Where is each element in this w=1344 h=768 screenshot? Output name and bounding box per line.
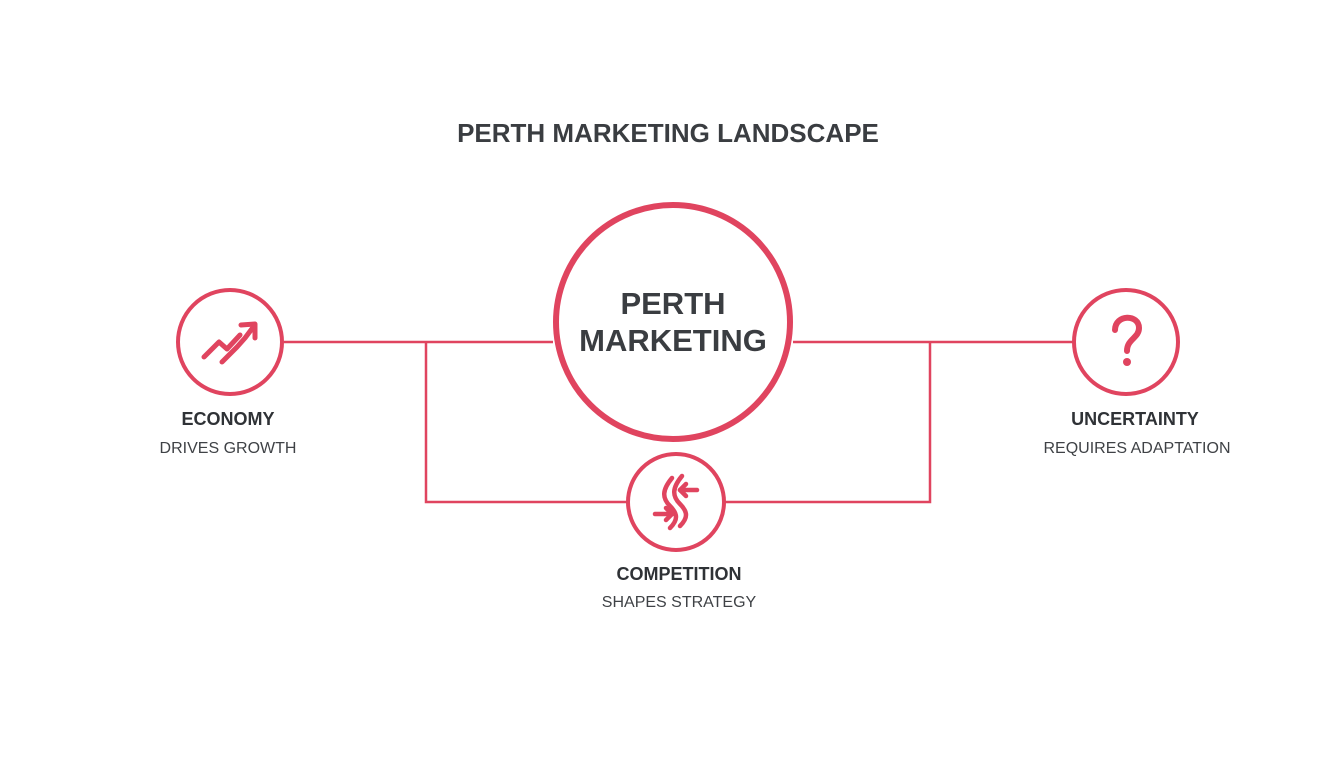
center-circle [553, 202, 793, 442]
competition-description: SHAPES STRATEGY [602, 594, 757, 611]
connector-right-bracket [724, 342, 932, 504]
center-label-line1: PERTH [620, 286, 725, 321]
uncertainty-label: UNCERTAINTY [1071, 409, 1199, 429]
economy-label: ECONOMY [181, 409, 274, 429]
opposing-arrows-icon [652, 473, 700, 531]
connector-lines [284, 340, 1073, 504]
economy-description: DRIVES GROWTH [160, 440, 297, 457]
center-node: PERTH MARKETING [553, 202, 793, 442]
economy-circle [176, 288, 284, 396]
question-mark-icon [1112, 314, 1143, 366]
center-label-line2: MARKETING [579, 323, 767, 358]
competition-label: COMPETITION [617, 564, 742, 584]
connector-left-bracket [424, 342, 628, 504]
trending-up-icon [201, 321, 258, 365]
uncertainty-circle [1072, 288, 1180, 396]
uncertainty-description: REQUIRES ADAPTATION [1044, 440, 1231, 457]
diagram-title: PERTH MARKETING LANDSCAPE [457, 118, 879, 148]
competition-node: COMPETITION SHAPES STRATEGY [602, 452, 757, 611]
uncertainty-node: UNCERTAINTY REQUIRES ADAPTATION [1044, 288, 1231, 457]
economy-node: ECONOMY DRIVES GROWTH [160, 288, 297, 457]
